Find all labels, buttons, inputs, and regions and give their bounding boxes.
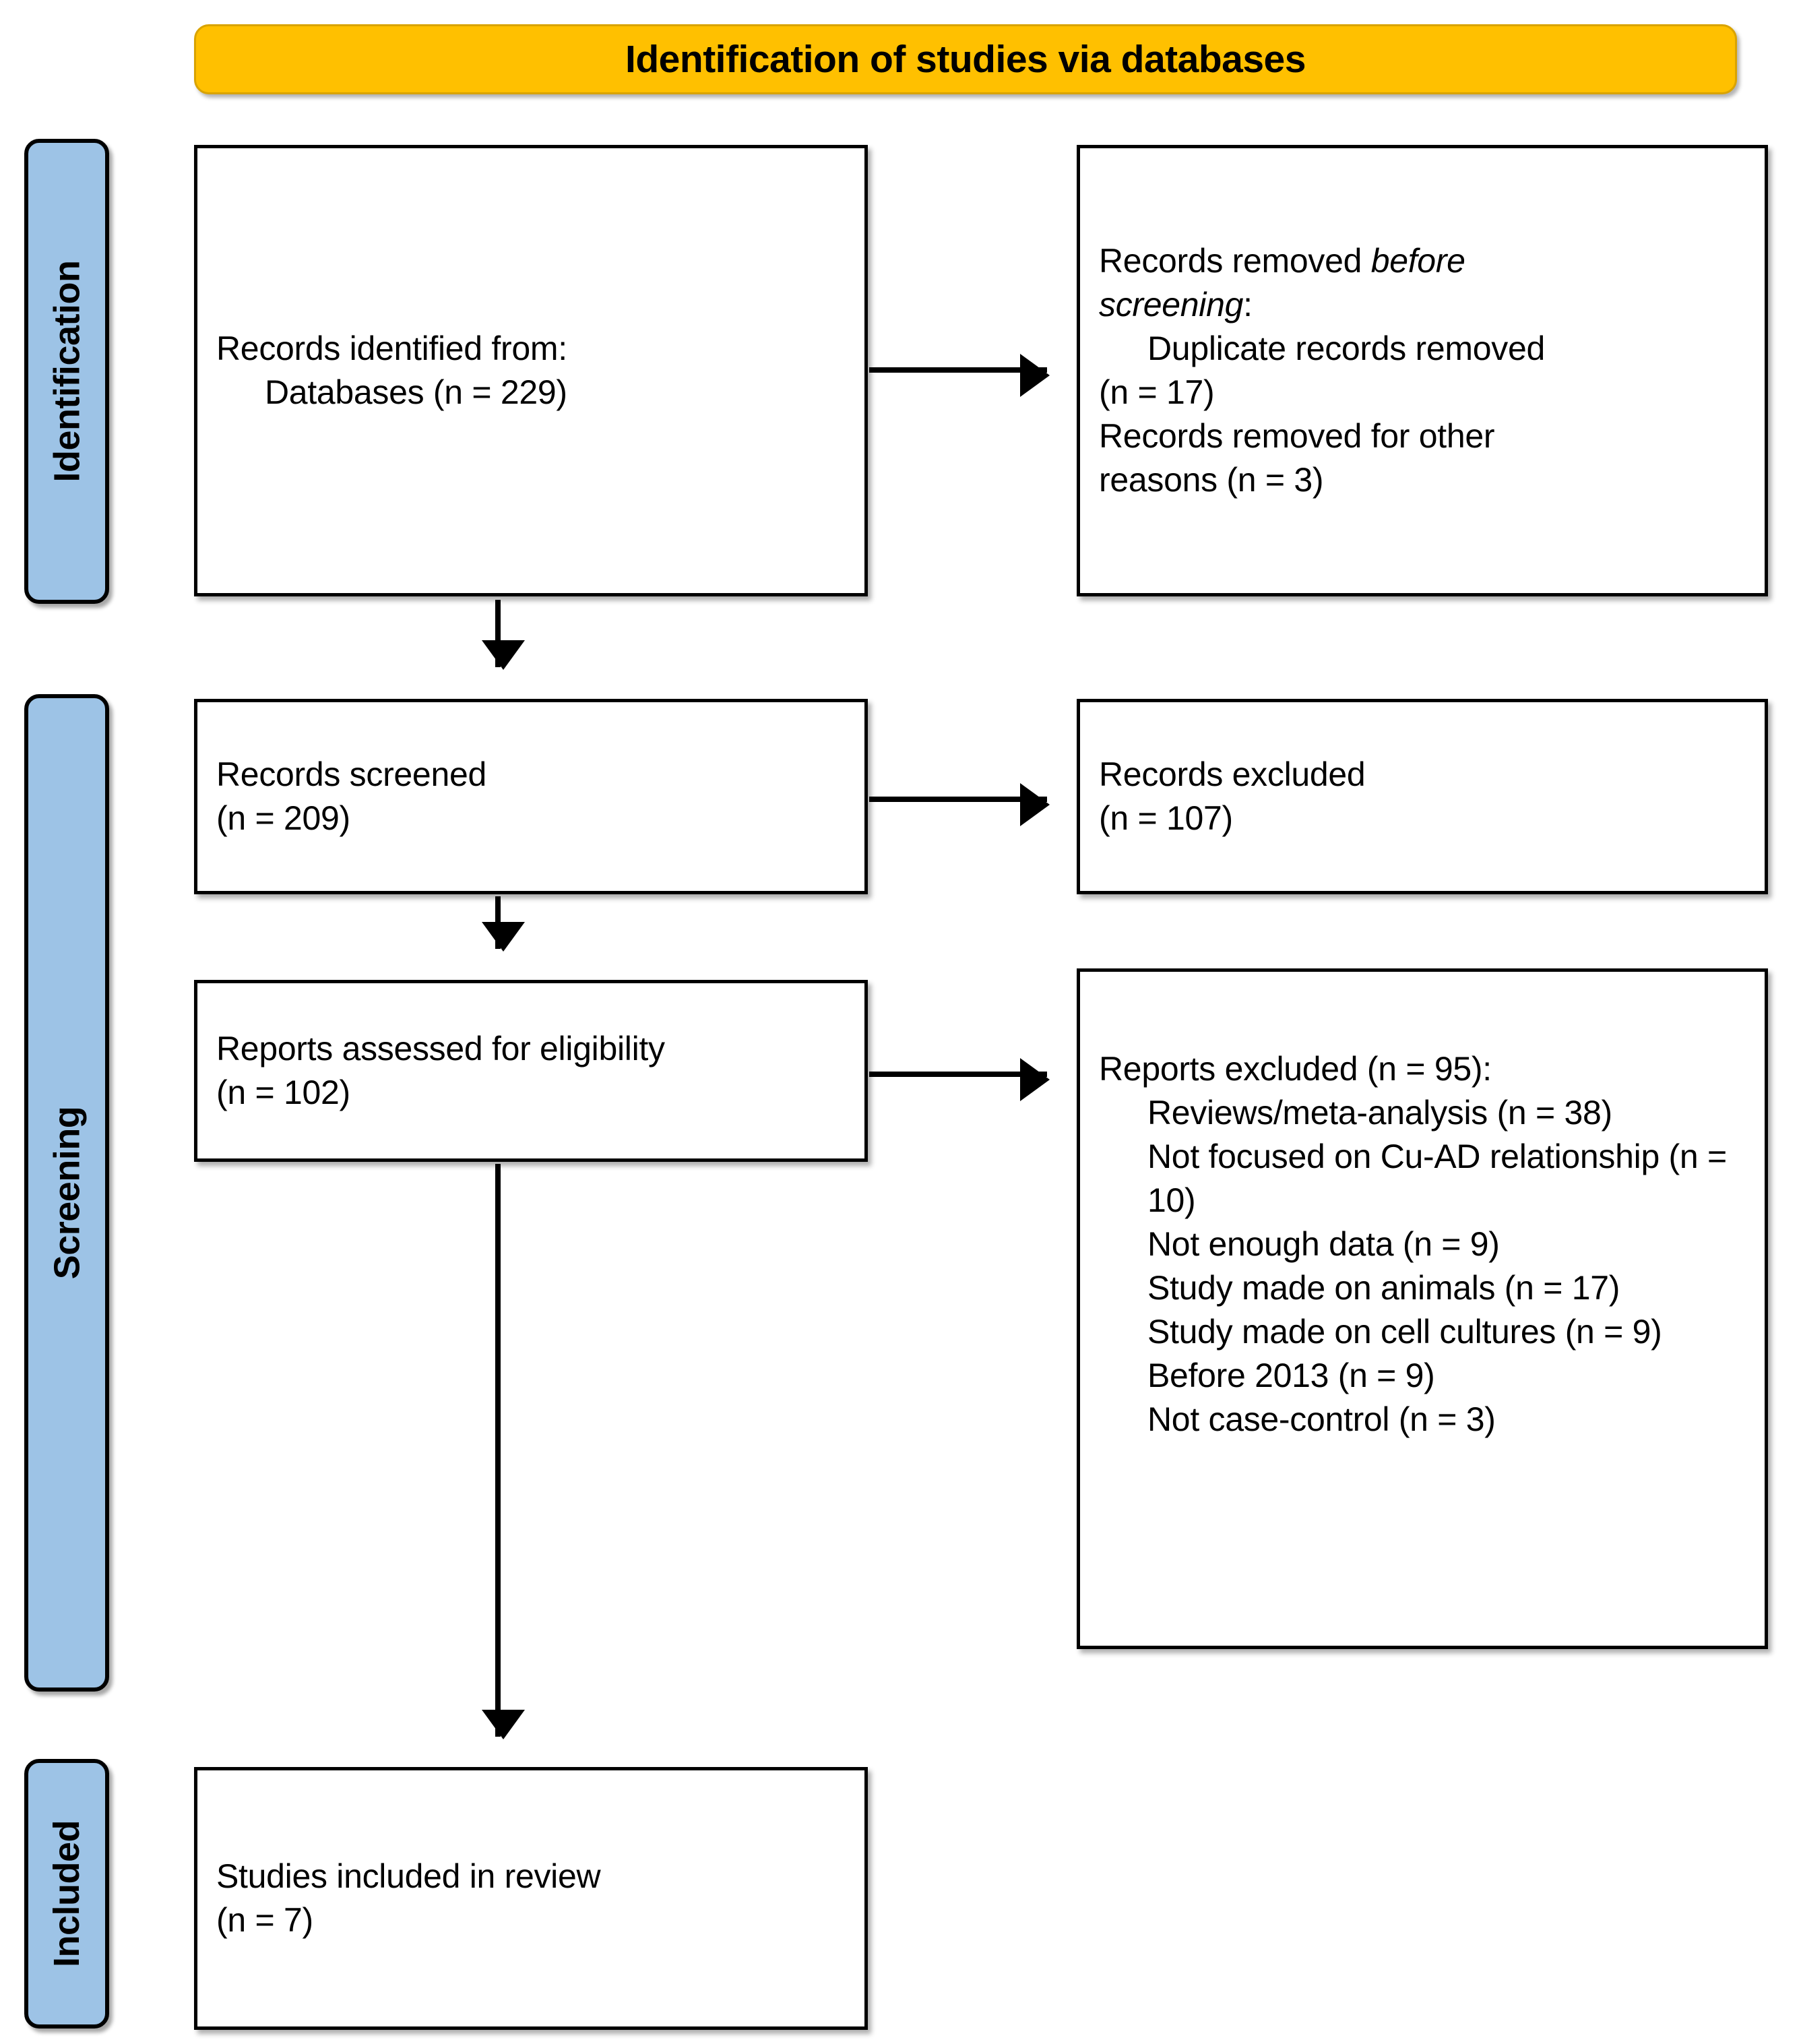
removed-before-lead-italic-b: screening <box>1099 286 1244 323</box>
removed-before-item2: Records removed for other <box>1099 417 1495 455</box>
stage-label-identification: Identification <box>24 139 109 604</box>
arrow-down-identified-to-screened <box>482 600 525 670</box>
records-screened-line1: Records screened <box>216 755 486 793</box>
reports-excluded-reason: Not enough data (n = 9) <box>1147 1225 1500 1263</box>
reports-assessed-line2: (n = 102) <box>216 1074 350 1111</box>
studies-included-line1: Studies included in review <box>216 1857 601 1895</box>
node-studies-included: Studies included in review (n = 7) <box>194 1767 868 2030</box>
reports-excluded-reason: Reviews/meta-analysis (n = 38) <box>1147 1094 1612 1132</box>
records-identified-line2: Databases (n = 229) <box>265 373 567 411</box>
node-records-excluded: Records excluded (n = 107) <box>1077 699 1768 894</box>
stage-label-included: Included <box>24 1759 109 2028</box>
stage-label-screening: Screening <box>24 694 109 1692</box>
reports-excluded-reason: Not case-control (n = 3) <box>1147 1400 1496 1438</box>
node-reports-excluded: Reports excluded (n = 95): Reviews/meta-… <box>1077 968 1768 1649</box>
records-screened-line2: (n = 209) <box>216 799 350 837</box>
node-records-screened: Records screened (n = 209) <box>194 699 868 894</box>
stage-label-screening-text: Screening <box>46 1106 87 1280</box>
stage-label-included-text: Included <box>46 1820 88 1968</box>
removed-before-lead-italic-a: before <box>1370 242 1465 280</box>
reports-excluded-title: Reports excluded (n = 95): <box>1099 1050 1492 1088</box>
removed-before-item1: Duplicate records removed <box>1147 330 1545 367</box>
removed-before-item2-count: reasons (n = 3) <box>1099 461 1324 499</box>
page-title: Identification of studies via databases <box>625 38 1306 81</box>
arrow-right-screened-to-excluded <box>869 783 1050 826</box>
studies-included-line2: (n = 7) <box>216 1901 313 1939</box>
arrow-right-identified-to-removed <box>869 354 1050 397</box>
reports-assessed-line1: Reports assessed for eligibility <box>216 1030 665 1067</box>
records-identified-line1: Records identified from: <box>216 330 567 367</box>
reports-excluded-reason: Study made on animals (n = 17) <box>1147 1269 1620 1307</box>
node-reports-assessed: Reports assessed for eligibility (n = 10… <box>194 980 868 1162</box>
node-records-removed-before-screening: Records removed before screening: Duplic… <box>1077 145 1768 596</box>
removed-before-lead-colon: : <box>1243 286 1253 323</box>
removed-before-item1-count: (n = 17) <box>1099 373 1215 411</box>
records-excluded-line2: (n = 107) <box>1099 799 1233 837</box>
reports-excluded-reason: Not focused on Cu-AD relationship (n = 1… <box>1147 1138 1727 1219</box>
records-excluded-line1: Records excluded <box>1099 755 1366 793</box>
diagram-header-banner: Identification of studies via databases <box>194 24 1737 94</box>
arrow-right-assessed-to-excluded <box>869 1058 1050 1101</box>
arrow-down-assessed-to-included <box>482 1164 525 1739</box>
stage-label-identification-text: Identification <box>46 260 87 483</box>
arrow-down-screened-to-assessed <box>482 896 525 952</box>
reports-excluded-reason: Study made on cell cultures (n = 9) <box>1147 1313 1662 1351</box>
node-records-identified: Records identified from: Databases (n = … <box>194 145 868 596</box>
reports-excluded-reason: Before 2013 (n = 9) <box>1147 1357 1435 1394</box>
removed-before-lead-plain: Records removed <box>1099 242 1371 280</box>
